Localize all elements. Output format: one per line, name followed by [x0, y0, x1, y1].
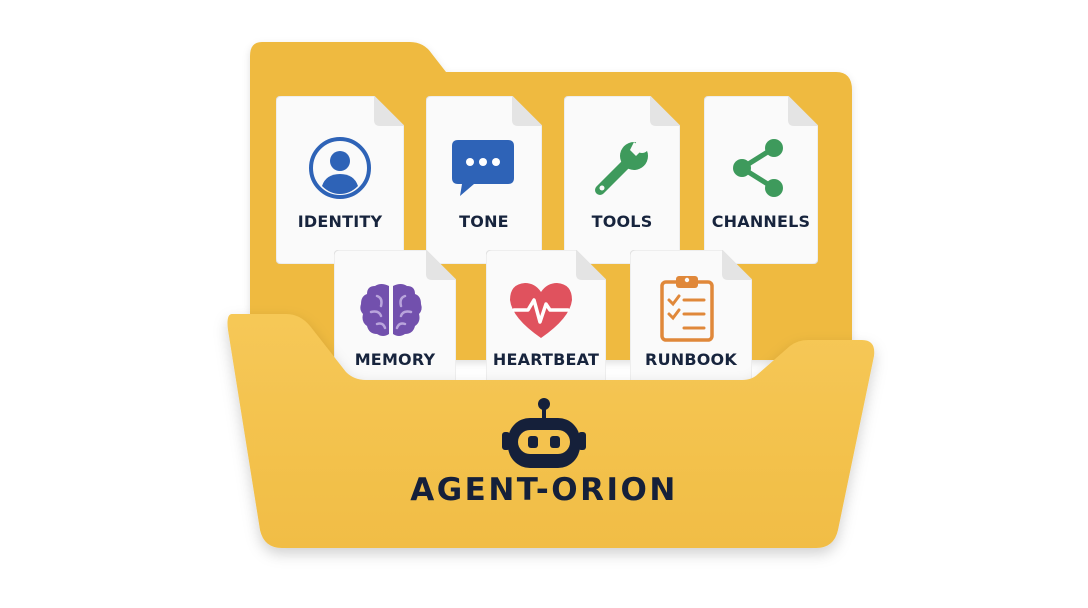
file-label: TONE	[459, 212, 509, 231]
robot-icon	[502, 398, 586, 468]
share-icon	[733, 139, 783, 197]
heart-pulse-icon	[510, 283, 572, 338]
file-card-identity[interactable]: IDENTITY	[276, 96, 404, 264]
file-label: MEMORY	[354, 350, 436, 369]
chat-bubble-icon	[452, 140, 514, 196]
file-label: HEARTBEAT	[492, 350, 600, 369]
file-label: IDENTITY	[297, 212, 383, 231]
wrench-icon	[595, 139, 649, 195]
brain-icon	[360, 284, 422, 336]
file-label: TOOLS	[591, 212, 653, 231]
file-label: CHANNELS	[711, 212, 811, 231]
folder-title: AGENT-ORION	[410, 472, 678, 508]
file-label: RUNBOOK	[645, 350, 737, 369]
clipboard-checklist-icon	[660, 276, 714, 342]
file-card-channels[interactable]: CHANNELS	[704, 96, 818, 264]
file-card-heartbeat[interactable]: HEARTBEAT	[486, 250, 606, 390]
user-circle-icon	[309, 137, 371, 199]
file-card-memory[interactable]: MEMORY	[334, 250, 456, 390]
file-card-runbook[interactable]: RUNBOOK	[630, 250, 752, 390]
